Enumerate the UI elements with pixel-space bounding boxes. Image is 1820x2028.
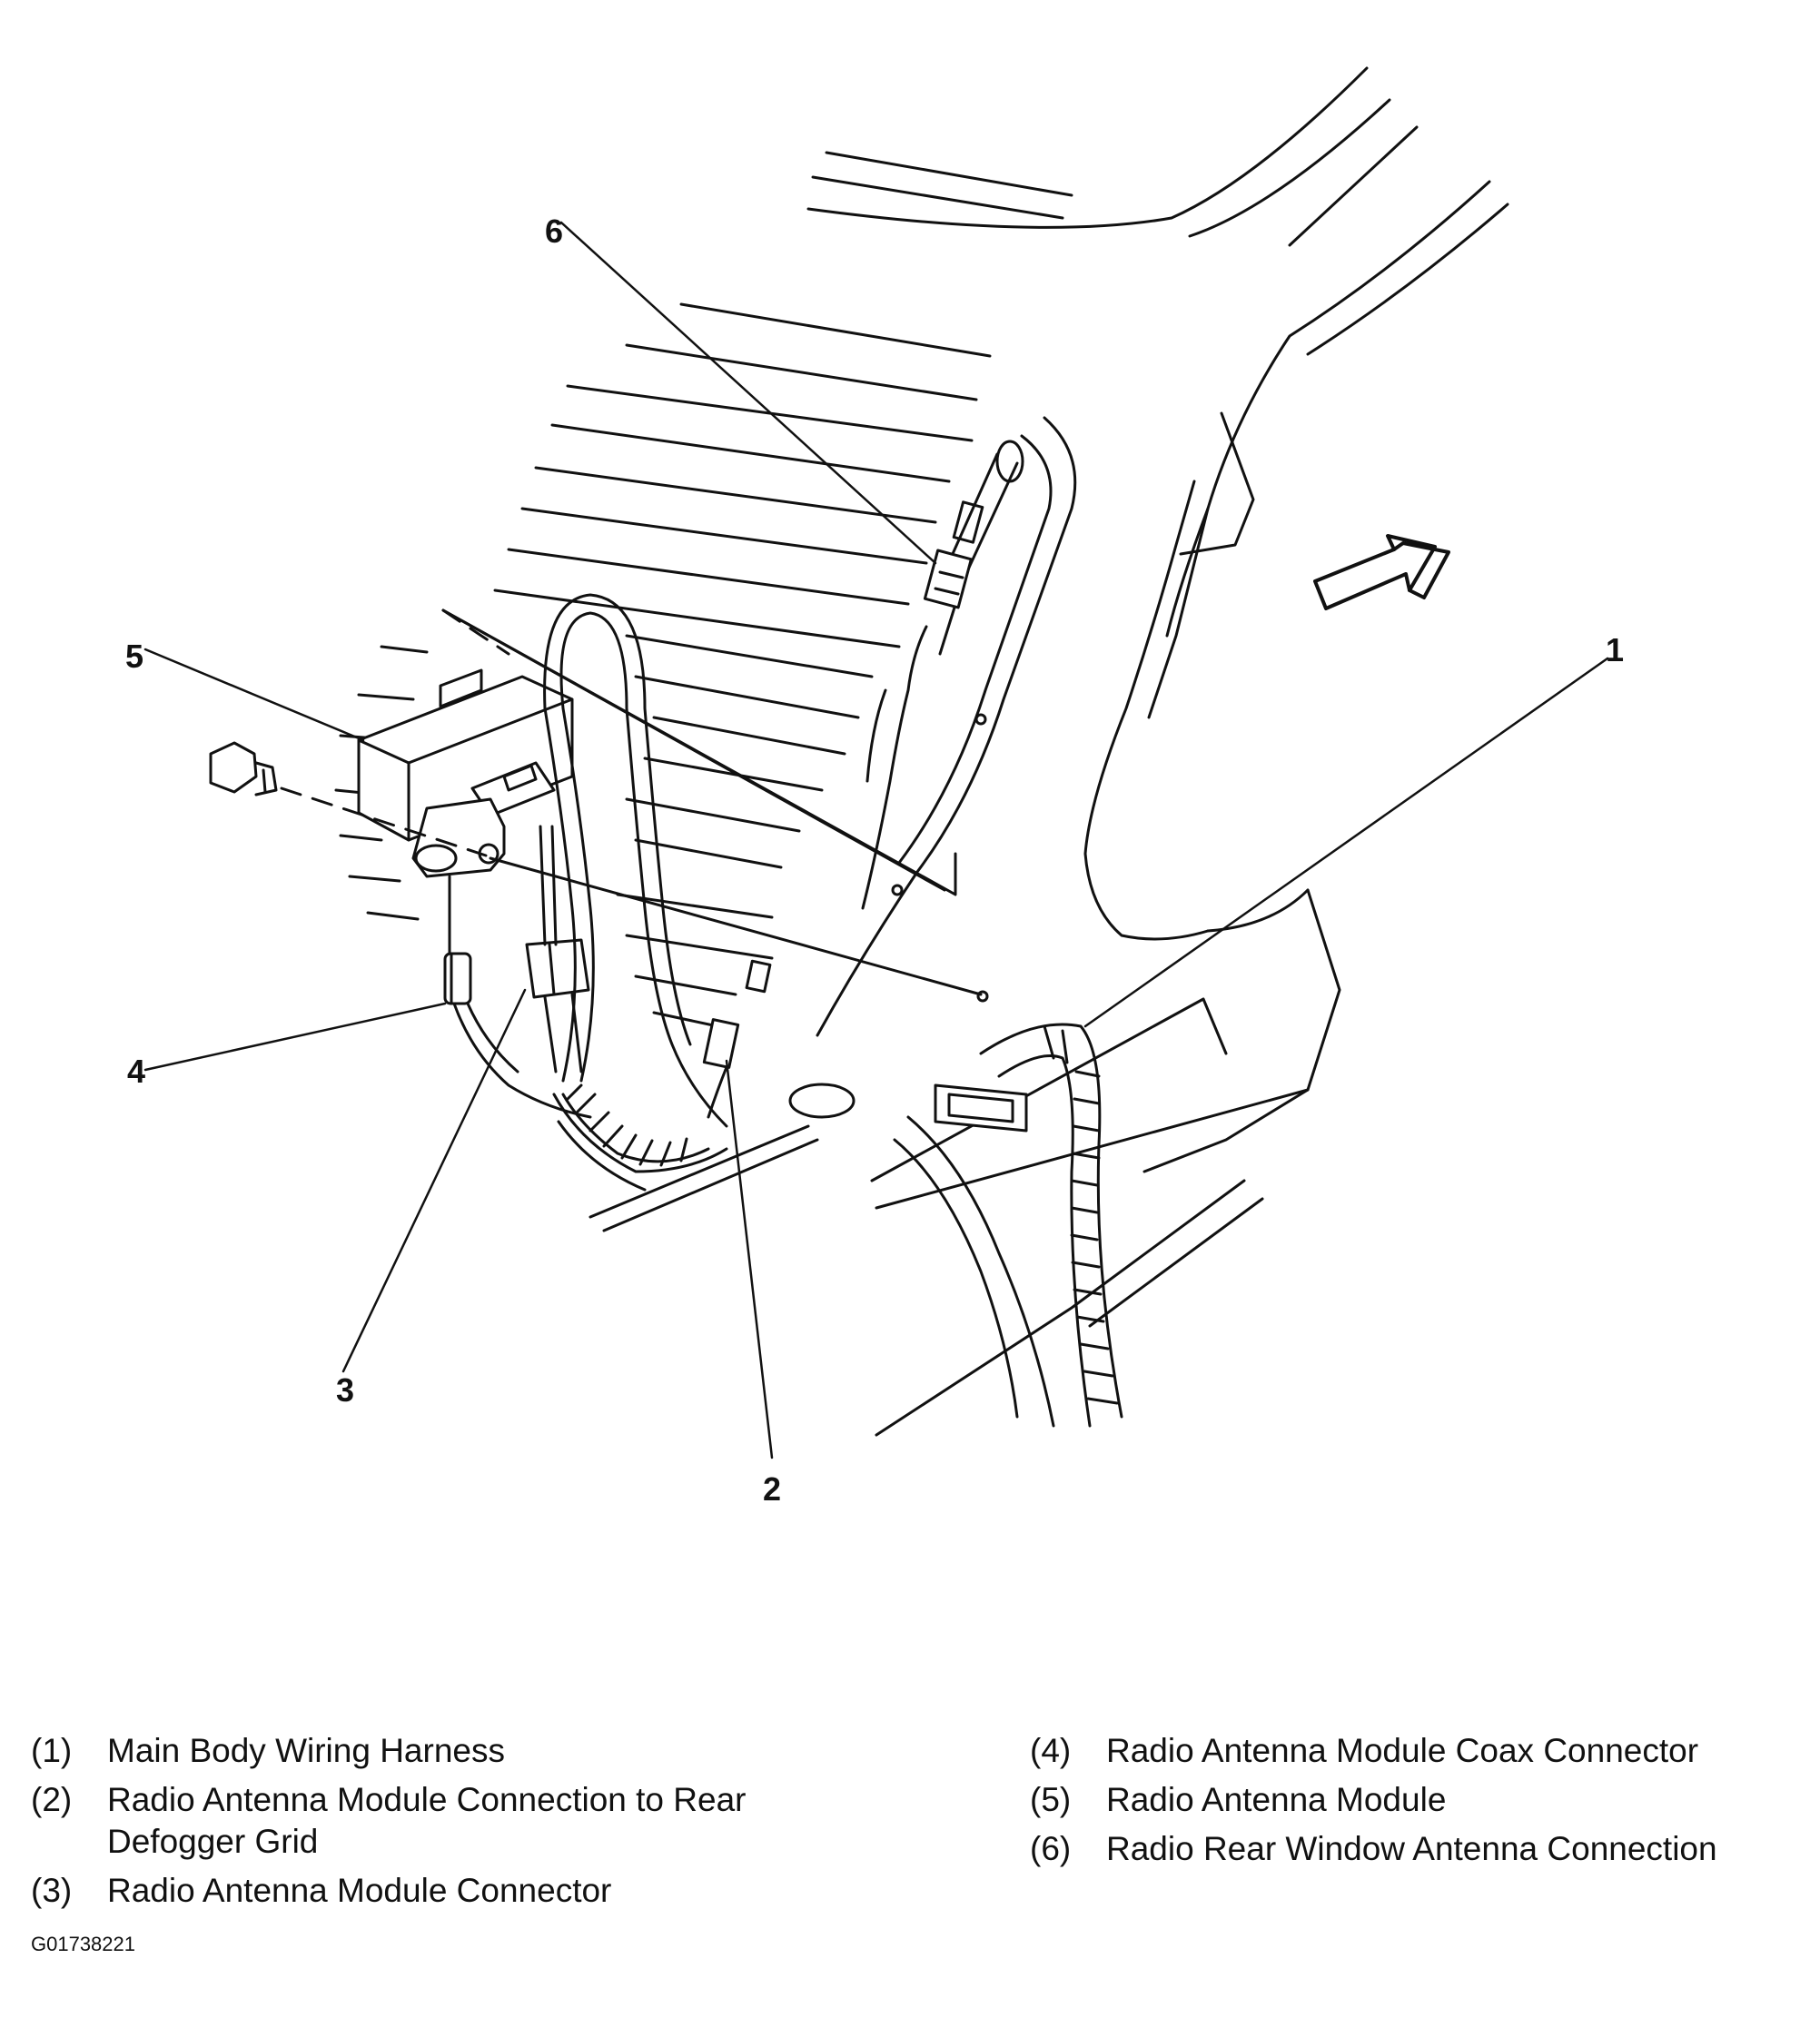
legend-item: (3) Radio Antenna Module Connector — [31, 1870, 903, 1912]
legend-text: Radio Antenna Module Connector — [107, 1872, 612, 1909]
callout-2: 2 — [763, 1470, 781, 1508]
legend-column-1: (1) Main Body Wiring Harness (2) Radio A… — [31, 1730, 903, 1919]
callout-4: 4 — [127, 1053, 145, 1090]
legend-text: Radio Rear Window Antenna Connection — [1106, 1830, 1717, 1867]
legend-number: (2) — [31, 1781, 73, 1818]
figure-id: G01738221 — [31, 1933, 135, 1955]
legend-column-2: (4) Radio Antenna Module Coax Connector … — [1030, 1730, 1811, 1877]
legend-text: Main Body Wiring Harness — [107, 1732, 505, 1769]
legend-item: (4) Radio Antenna Module Coax Connector — [1030, 1730, 1811, 1772]
callout-labels: 6 5 1 4 3 2 — [125, 213, 1624, 1508]
leader-lines — [143, 221, 1609, 1459]
callout-1: 1 — [1606, 631, 1624, 668]
legend-text: Radio Antenna Module Coax Connector — [1106, 1732, 1699, 1769]
legend-text: Radio Antenna Module — [1106, 1781, 1447, 1818]
callout-6: 6 — [545, 213, 563, 250]
callout-5: 5 — [125, 638, 143, 675]
legend-item: (5) Radio Antenna Module — [1030, 1779, 1811, 1821]
legend-number: (3) — [31, 1872, 73, 1909]
callout-3: 3 — [336, 1371, 354, 1409]
body-pillar — [589, 66, 1509, 1437]
mounting-bolt-icon — [209, 741, 278, 796]
legend-number: (1) — [31, 1732, 73, 1769]
module-harness-coil — [561, 1083, 710, 1167]
legend-item: (6) Radio Rear Window Antenna Connection — [1030, 1828, 1811, 1870]
module-harness-loop — [543, 593, 728, 1192]
main-body-wiring-harness — [788, 1023, 1123, 1428]
legend-text: Radio Antenna Module Connection to Rear … — [107, 1781, 747, 1860]
defogger-grid-connection — [702, 959, 772, 1119]
legend-item: (2) Radio Antenna Module Connection to R… — [31, 1779, 903, 1863]
rear-window-antenna-connection — [861, 549, 973, 910]
legend-item: (1) Main Body Wiring Harness — [31, 1730, 903, 1772]
legend-number: (5) — [1030, 1781, 1072, 1818]
antenna-module-diagram: 6 5 1 4 3 2 — [125, 66, 1624, 1508]
module-connector — [525, 825, 590, 1073]
front-direction-arrow-icon — [1313, 534, 1450, 610]
coax-connector — [443, 875, 592, 1119]
legend-number: (4) — [1030, 1732, 1072, 1769]
mounting-bracket — [411, 797, 506, 878]
legend-number: (6) — [1030, 1830, 1072, 1867]
